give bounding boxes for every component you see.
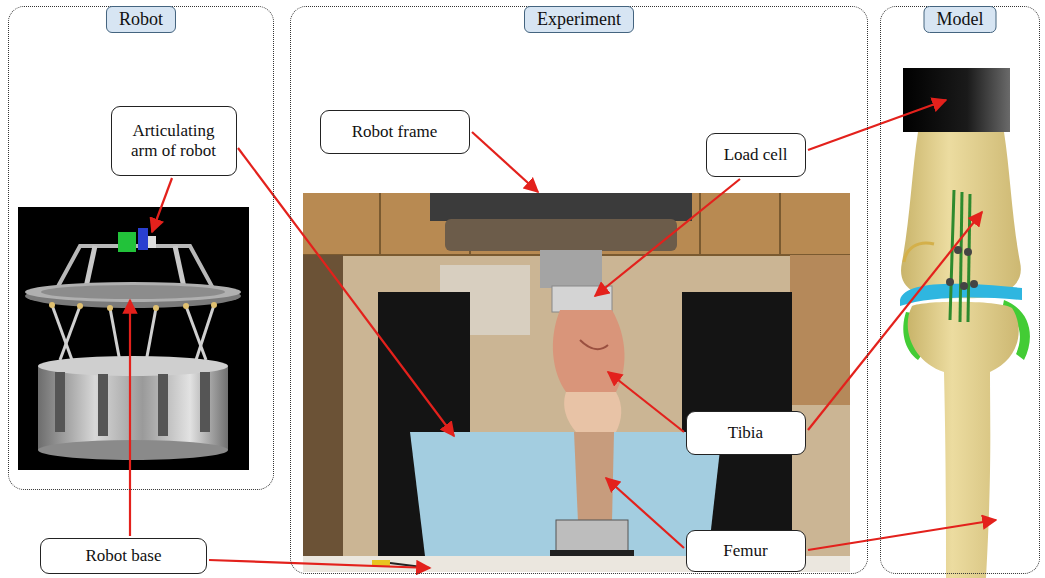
experiment-photo-part xyxy=(564,392,621,432)
panel-heading: Model xyxy=(924,6,997,33)
knee-model-part-part xyxy=(950,190,954,320)
callout-box: Robot frame xyxy=(320,110,470,154)
leader-arrows-part xyxy=(808,212,982,430)
leader-arrows-part xyxy=(606,478,684,548)
experiment-photo-part xyxy=(540,250,602,288)
experiment-photo-part xyxy=(303,255,343,572)
callout-label: Robot base xyxy=(85,546,161,566)
experiment-photo xyxy=(303,193,850,572)
panel-region: RobotArticulating arm of robot xyxy=(8,6,274,490)
experiment-photo-part xyxy=(410,432,722,556)
experiment-photo-part-part xyxy=(379,193,381,255)
knee-model-part-part xyxy=(970,280,978,288)
callout-box: Robot base xyxy=(40,538,207,574)
robot-rendering-part-part xyxy=(55,372,65,432)
callout-box: Load cell xyxy=(706,133,806,177)
leader-arrows-part xyxy=(238,148,454,436)
experiment-photo-part xyxy=(553,310,625,402)
leader-arrows xyxy=(130,100,996,568)
knee-model-part-part xyxy=(964,248,972,256)
experiment-photo-part-part xyxy=(699,193,701,255)
robot-rendering-part-part xyxy=(107,305,113,311)
knee-model xyxy=(900,68,1030,578)
panel-region: ExperimentRobot frameLoad cellTibiaFemur xyxy=(290,6,868,574)
robot-rendering-part-part xyxy=(211,302,217,308)
robot-rendering-part-part xyxy=(110,308,120,362)
panel-region: Model xyxy=(880,6,1040,574)
leader-arrows-part xyxy=(808,520,996,550)
robot-rendering-part xyxy=(138,228,148,250)
robot-rendering xyxy=(18,207,249,470)
knee-model-part-part xyxy=(960,282,968,290)
robot-rendering-part xyxy=(38,440,228,460)
experiment-photo-part xyxy=(303,193,850,255)
leader-arrows-part xyxy=(129,300,131,536)
leader-arrows-part xyxy=(472,132,538,192)
panel-heading: Robot xyxy=(106,6,176,33)
leader-arrows-part xyxy=(152,178,172,232)
robot-rendering-part xyxy=(55,372,210,436)
callout-label: Articulating arm of robot xyxy=(120,121,228,161)
robot-rendering-part-part xyxy=(146,308,156,362)
experiment-photo-part xyxy=(574,432,614,522)
robot-rendering-part xyxy=(52,305,214,362)
experiment-photo-part xyxy=(580,340,608,349)
leader-arrows-part xyxy=(595,179,740,296)
robot-rendering-part-part xyxy=(186,306,206,360)
robot-rendering-part-part xyxy=(60,306,80,360)
robot-rendering-part xyxy=(38,356,228,376)
experiment-photo-part xyxy=(430,193,692,221)
callout-box: Tibia xyxy=(686,411,806,455)
knee-model-part xyxy=(908,302,1019,578)
robot-rendering-part-part xyxy=(200,372,210,432)
experiment-photo-part xyxy=(445,219,677,251)
robot-rendering-part-part xyxy=(98,374,108,436)
experiment-photo-part-part xyxy=(779,193,781,255)
robot-rendering-part xyxy=(38,366,228,450)
robot-rendering-part-part xyxy=(158,374,168,436)
robot-rendering-part xyxy=(49,302,217,311)
callout-box: Femur xyxy=(686,530,806,572)
robot-rendering-part-part xyxy=(183,303,189,309)
knee-model-part-part xyxy=(960,192,962,322)
leader-arrows-part xyxy=(808,100,946,150)
experiment-photo-part xyxy=(303,193,850,255)
robot-rendering-part xyxy=(148,236,156,248)
knee-model-part xyxy=(903,68,1010,132)
knee-model-part-part xyxy=(968,194,970,322)
callout-label: Femur xyxy=(723,541,767,561)
callout-label: Load cell xyxy=(724,145,788,165)
robot-rendering-part xyxy=(18,207,249,470)
knee-model-part-part xyxy=(946,278,954,286)
robot-rendering-part xyxy=(118,232,136,252)
callout-label: Tibia xyxy=(728,423,763,443)
knee-model-part xyxy=(950,190,970,322)
knee-model-part xyxy=(904,243,934,262)
experiment-photo-part xyxy=(303,193,850,572)
panel-heading: Experiment xyxy=(524,6,634,33)
robot-rendering-part-part xyxy=(196,305,214,360)
callout-label: Robot frame xyxy=(352,122,437,142)
leader-arrows-part xyxy=(209,560,430,568)
robot-rendering-part xyxy=(41,285,225,299)
robot-rendering-part-part xyxy=(49,302,55,308)
leader-arrows-part xyxy=(608,372,684,432)
robot-rendering-part xyxy=(25,282,241,302)
callout-box: Articulating arm of robot xyxy=(111,106,237,176)
robot-rendering-part-part xyxy=(77,303,83,309)
experiment-photo-part xyxy=(790,255,850,405)
robot-rendering-part-part xyxy=(153,305,159,311)
